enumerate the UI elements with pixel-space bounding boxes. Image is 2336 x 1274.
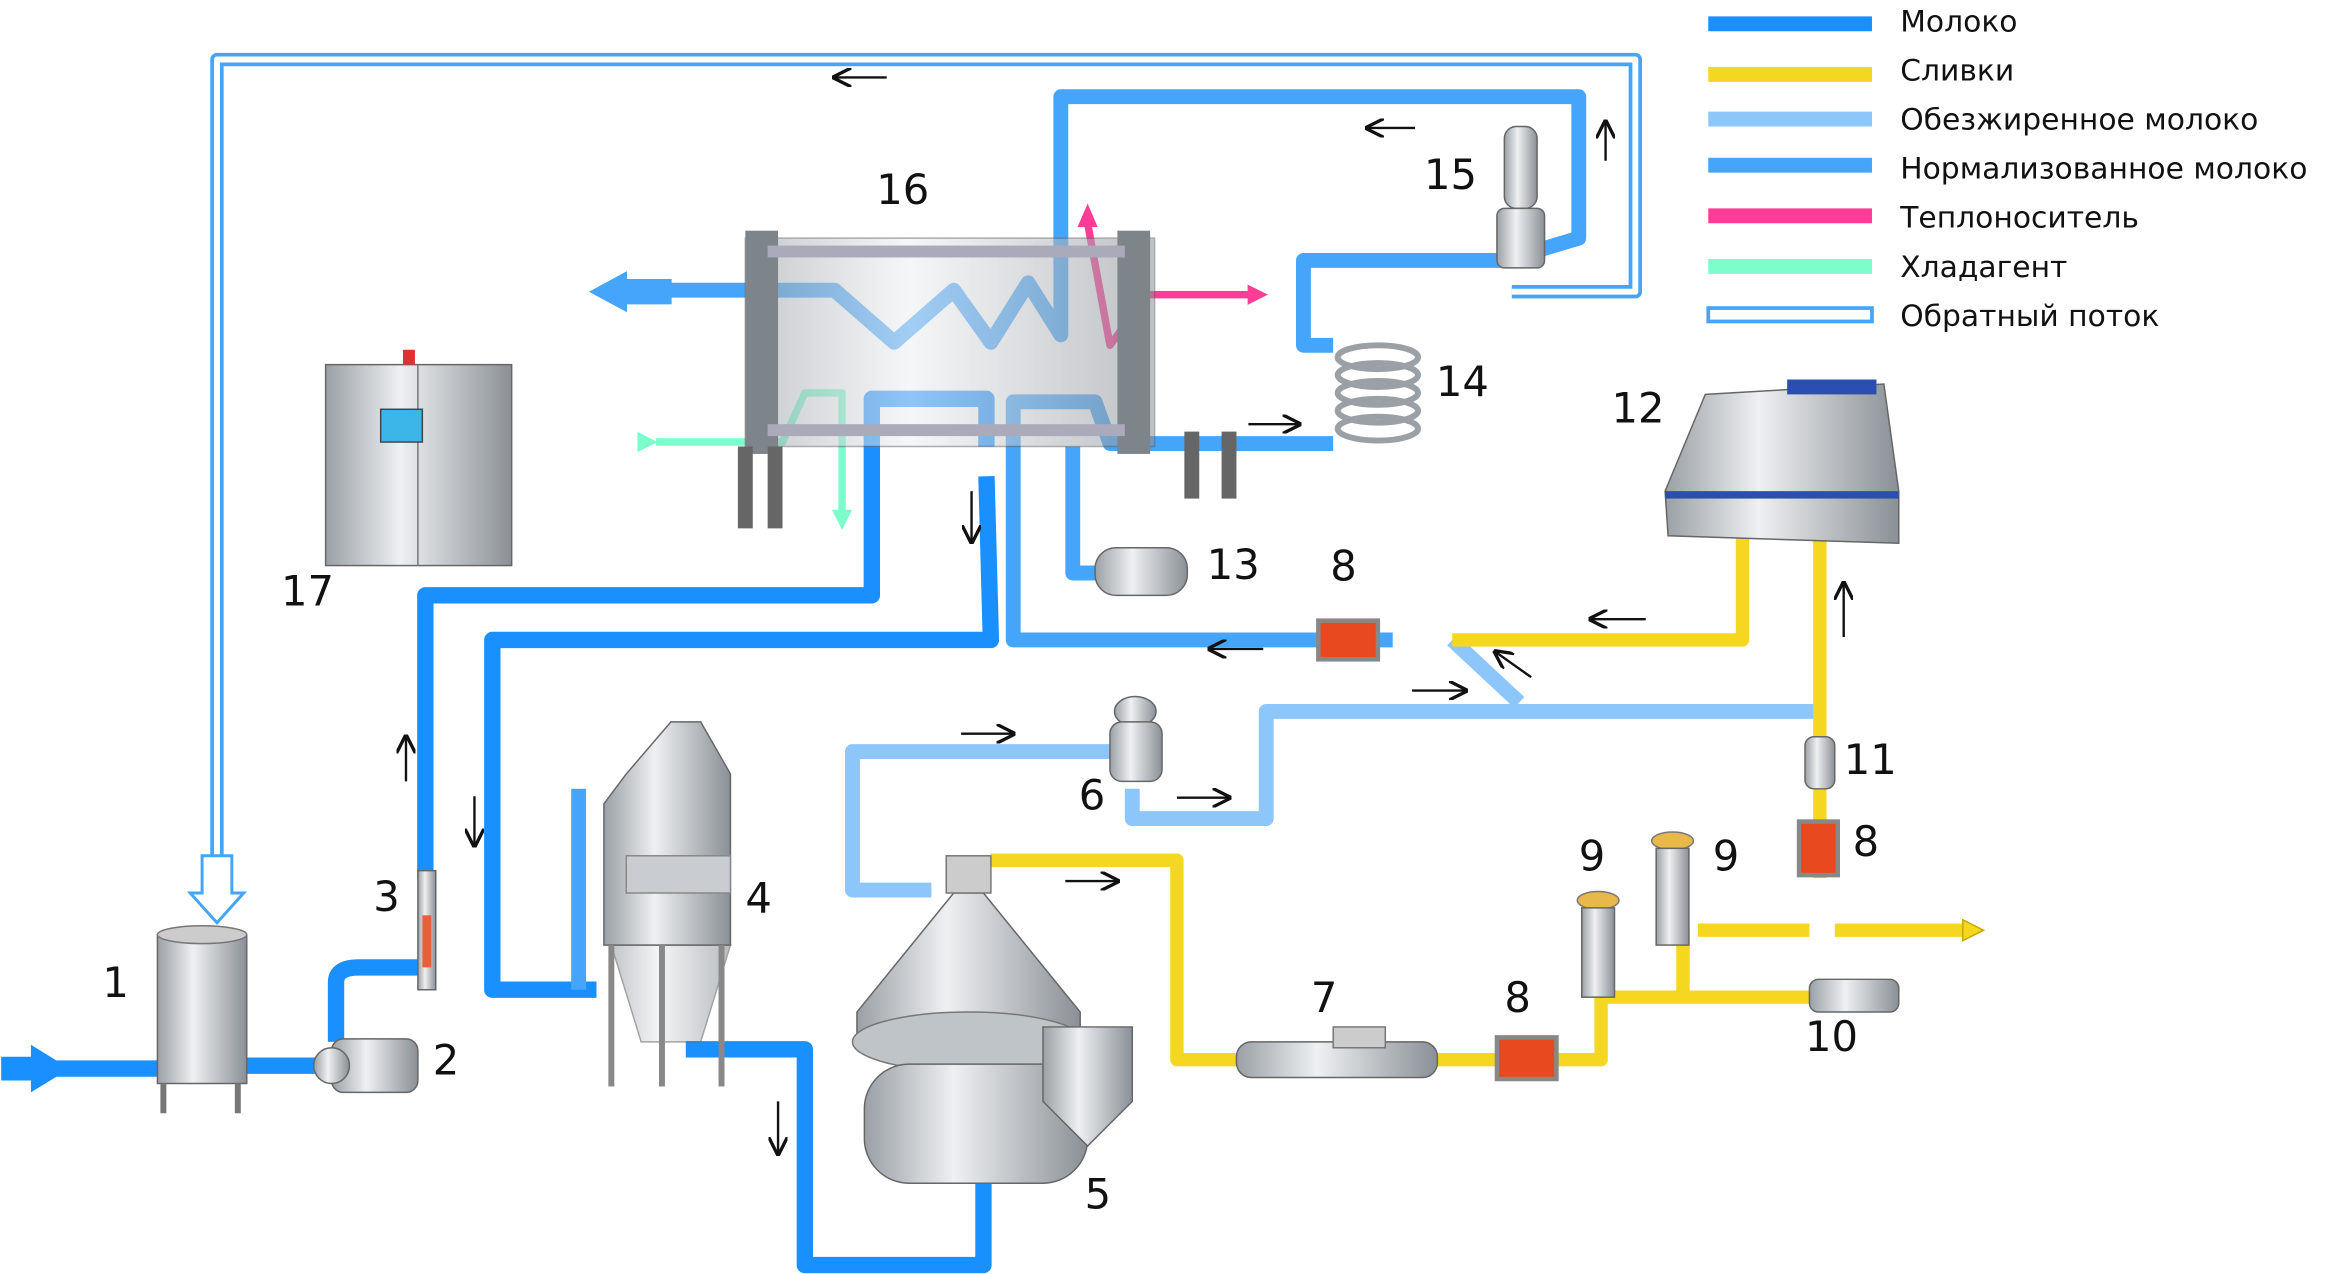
label-13: 13 bbox=[1207, 540, 1260, 589]
svg-text:Молоко: Молоко bbox=[1900, 4, 2017, 39]
label-14: 14 bbox=[1436, 357, 1489, 406]
label-17: 17 bbox=[281, 567, 334, 616]
legend-item-skim-milk: Обезжиренное молоко bbox=[1708, 102, 2258, 137]
regulating-valves bbox=[1576, 735, 1900, 1013]
return-flow-pipe bbox=[186, 52, 1643, 925]
label-8c: 8 bbox=[1853, 817, 1880, 866]
normalized-outlet-arrow-icon bbox=[588, 271, 672, 313]
label-2: 2 bbox=[433, 1036, 460, 1085]
svg-text:Хладагент: Хладагент bbox=[1900, 250, 2067, 285]
flow-direction-arrows bbox=[406, 77, 1844, 1153]
flow-transmitters bbox=[1316, 618, 1840, 1082]
balance-tank bbox=[156, 924, 248, 1114]
label-10: 10 bbox=[1805, 1012, 1858, 1061]
clarifier bbox=[571, 721, 732, 1087]
label-11: 11 bbox=[1844, 735, 1897, 784]
label-3: 3 bbox=[373, 872, 400, 921]
label-12: 12 bbox=[1612, 384, 1665, 433]
flow-meter bbox=[417, 869, 437, 991]
holding-coil bbox=[1334, 342, 1422, 444]
legend-item-heating-medium: Теплоноситель bbox=[1708, 201, 2139, 236]
milk-pipes bbox=[1, 390, 1000, 1274]
label-9a: 9 bbox=[1579, 832, 1606, 881]
milk-inlet-arrow-icon bbox=[1, 1044, 70, 1093]
legend: Молоко Сливки Обезжиренное молоко Нормал… bbox=[1706, 4, 2307, 334]
svg-text:Нормализованное молоко: Нормализованное молоко bbox=[1900, 152, 2307, 187]
label-16: 16 bbox=[876, 165, 929, 214]
legend-item-coolant: Хладагент bbox=[1708, 250, 2067, 285]
label-6: 6 bbox=[1079, 771, 1106, 820]
inline-analyzer bbox=[1664, 379, 1900, 545]
label-9b: 9 bbox=[1713, 832, 1740, 881]
return-inlet-arrow-icon bbox=[186, 854, 248, 925]
legend-item-milk: Молоко bbox=[1708, 4, 2018, 39]
separator bbox=[851, 855, 1134, 1184]
label-15: 15 bbox=[1424, 150, 1477, 199]
svg-text:Обратный поток: Обратный поток bbox=[1900, 299, 2159, 334]
pump bbox=[312, 1038, 419, 1094]
legend-item-cream: Сливки bbox=[1708, 53, 2014, 88]
label-8b: 8 bbox=[1504, 973, 1531, 1022]
label-1: 1 bbox=[102, 958, 129, 1007]
control-cabinet bbox=[324, 349, 513, 567]
skim-milk-pipes bbox=[845, 634, 1820, 898]
divert-valve bbox=[1496, 125, 1546, 269]
label-8a: 8 bbox=[1330, 541, 1357, 590]
equipment-labels: 1 2 3 4 5 6 7 8 8 8 9 9 10 11 12 13 14 1… bbox=[102, 150, 1896, 1218]
plate-heat-exchanger bbox=[737, 230, 1237, 529]
cream-holding-unit bbox=[1235, 1026, 1439, 1079]
svg-text:Обезжиренное молоко: Обезжиренное молоко bbox=[1900, 102, 2258, 137]
hot-water-tank bbox=[1094, 546, 1189, 597]
legend-item-return-flow: Обратный поток bbox=[1706, 299, 2159, 334]
label-5: 5 bbox=[1085, 1170, 1112, 1219]
label-7: 7 bbox=[1311, 973, 1338, 1022]
svg-text:Теплоноситель: Теплоноситель bbox=[1899, 201, 2139, 236]
label-4: 4 bbox=[745, 873, 772, 922]
legend-item-normalized-milk: Нормализованное молоко bbox=[1708, 152, 2307, 187]
cream-pipes bbox=[990, 491, 1986, 1067]
constant-pressure-valve bbox=[1109, 695, 1163, 783]
cream-outlet-arrow-icon bbox=[1962, 918, 1986, 942]
svg-text:Сливки: Сливки bbox=[1900, 53, 2014, 88]
